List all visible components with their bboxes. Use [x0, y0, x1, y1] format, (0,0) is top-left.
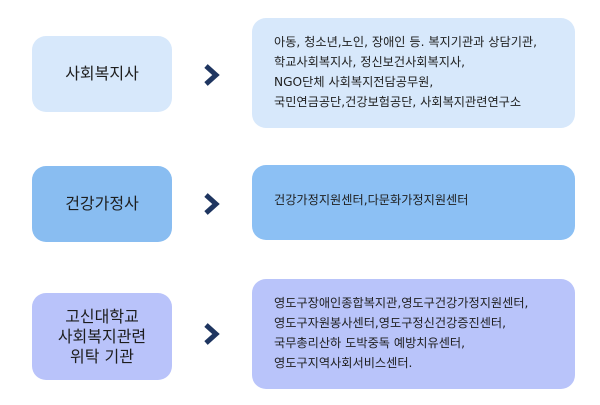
detail-line: 아동, 청소년,노인, 장애인 등. 복지기관과 상담기관, [274, 35, 537, 49]
detail-line: 영도구자원봉사센터,영도구정신건강증진센터, [274, 316, 506, 330]
detail-box-family-counselor: 건강가정지원센터,다문화가정지원센터 [252, 165, 575, 240]
detail-line: 국무총리산하 도박중독 예방치유센터, [274, 336, 466, 350]
chevron-right-icon [200, 322, 224, 346]
detail-box-social-worker: 아동, 청소년,노인, 장애인 등. 복지기관과 상담기관, 학교사회복지사, … [252, 18, 575, 128]
label-box-kosin-partner: 고신대학교 사회복지관련 위탁 기관 [32, 293, 172, 380]
detail-line: 학교사회복지사, 정신보건사회복지사, [274, 55, 466, 69]
label-box-family-counselor: 건강가정사 [32, 166, 172, 242]
chevron-right-icon [200, 63, 224, 87]
chevron-right-icon [200, 192, 224, 216]
detail-line: 영도구지역사회서비스센터. [274, 356, 413, 370]
label-text: 건강가정사 [65, 194, 139, 213]
label-text: 사회복지사 [65, 64, 139, 83]
detail-line: 국민연금공단,건강보험공단, 사회복지관련연구소 [274, 95, 522, 109]
detail-line: 영도구장애인종합복지관,영도구건강가정지원센터, [274, 296, 529, 310]
detail-line: 건강가정지원센터,다문화가정지원센터 [274, 193, 469, 207]
label-text: 고신대학교 사회복지관련 위탁 기관 [57, 306, 147, 366]
detail-line: NGO단체 사회복지전담공무원, [274, 75, 434, 89]
label-box-social-worker: 사회복지사 [32, 36, 172, 112]
detail-box-kosin-partner: 영도구장애인종합복지관,영도구건강가정지원센터, 영도구자원봉사센터,영도구정신… [252, 279, 575, 389]
